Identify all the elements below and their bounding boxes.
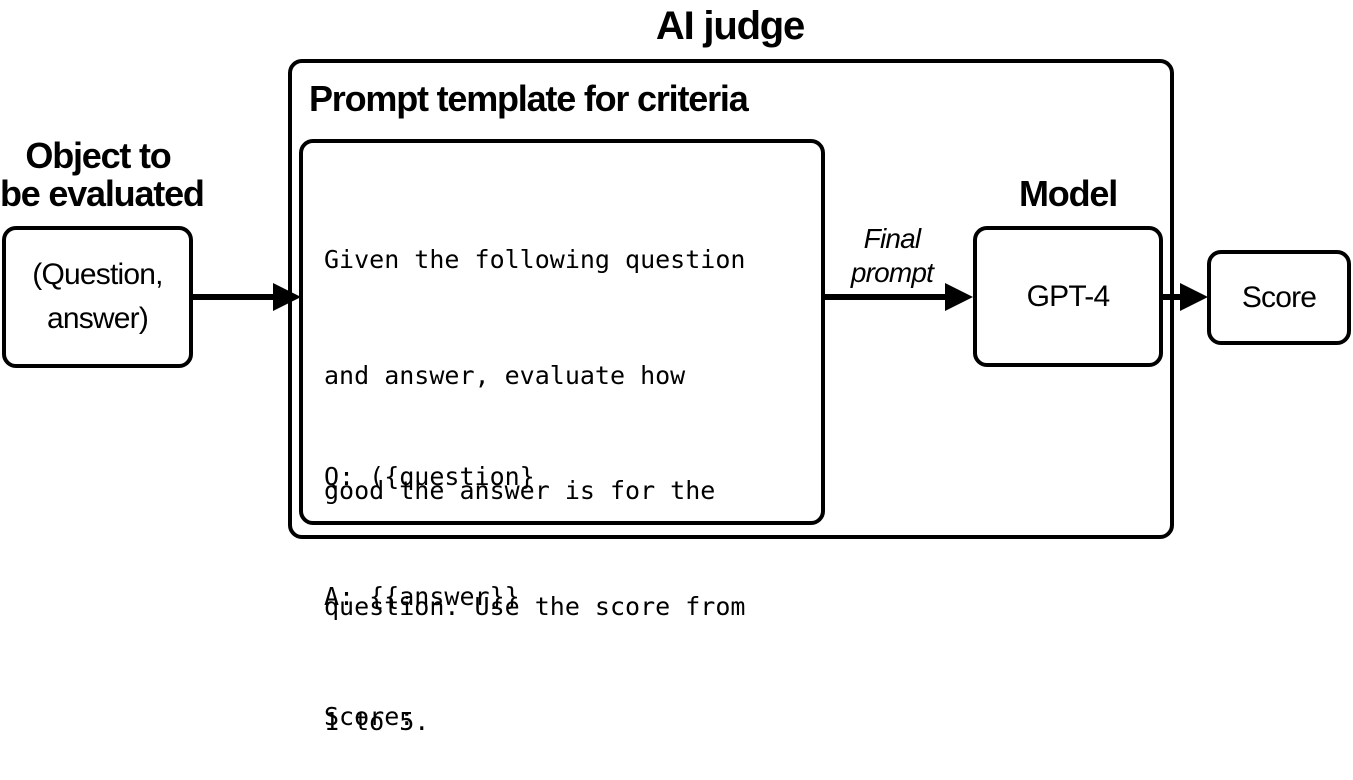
diagram-title: AI judge bbox=[655, 4, 805, 48]
arrow-model-to-score bbox=[1160, 294, 1182, 300]
final-prompt-line1: Final bbox=[863, 223, 922, 254]
model-heading: Model bbox=[1019, 173, 1118, 214]
prompt-line: good the answer is for the bbox=[324, 476, 716, 505]
prompt-template-box bbox=[299, 139, 825, 525]
model-box: GPT-4 bbox=[973, 226, 1163, 367]
score-field: Score: bbox=[324, 702, 415, 731]
prompt-line: Given the following question bbox=[324, 245, 746, 274]
score-label: Score bbox=[1241, 280, 1317, 314]
arrow-object-to-template bbox=[190, 294, 276, 300]
arrow-head-model-to-score bbox=[1180, 283, 1208, 311]
object-heading-line2: be evaluated bbox=[0, 173, 205, 214]
object-content-line1: (Question, bbox=[32, 258, 163, 291]
model-name: GPT-4 bbox=[1026, 279, 1111, 313]
final-prompt-line2: prompt bbox=[850, 257, 934, 288]
arrow-head-template-to-model bbox=[945, 283, 973, 311]
object-heading: Object to be evaluated bbox=[0, 135, 205, 214]
arrow-head-object-to-template bbox=[273, 283, 301, 311]
object-content-line2: answer) bbox=[46, 302, 149, 335]
prompt-template-heading: Prompt template for criteria bbox=[309, 78, 749, 119]
arrow-template-to-model bbox=[822, 294, 948, 300]
prompt-line: and answer, evaluate how bbox=[324, 360, 686, 390]
score-box: Score bbox=[1207, 250, 1351, 345]
final-prompt-label: Final prompt bbox=[836, 222, 948, 290]
object-heading-line1: Object to bbox=[25, 135, 171, 176]
answer-field: A: {{answer}} bbox=[324, 582, 520, 611]
object-box: (Question, answer) bbox=[2, 226, 193, 368]
prompt-fields: Q: ({question} A: {{answer}} Score: bbox=[324, 377, 535, 777]
question-field: Q: ({question} bbox=[324, 462, 535, 491]
